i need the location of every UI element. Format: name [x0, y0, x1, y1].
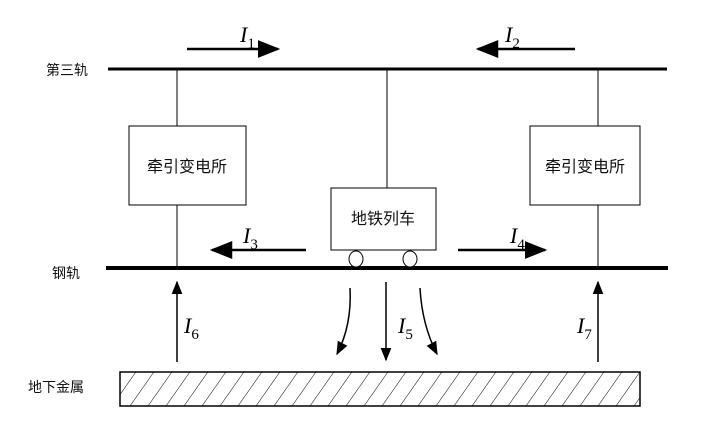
current-i5-label: I5 — [397, 313, 413, 343]
current-i2-label: I2 — [504, 22, 520, 52]
substation-right-box — [529, 125, 641, 206]
current-i5-arrow-right — [419, 287, 438, 356]
train-box — [330, 187, 437, 251]
current-i5-arrow-left — [336, 287, 351, 356]
running-rail-label: 钢轨 — [52, 266, 80, 282]
train-wheel-left — [348, 250, 364, 268]
current-i6-label: I6 — [183, 313, 199, 343]
current-i1-label: I1 — [239, 22, 255, 52]
substation-left-box — [128, 125, 247, 206]
train-label: 地铁列车 — [351, 209, 415, 228]
substation-right-label: 牵引变电所 — [545, 157, 625, 176]
buried-metal-bar — [119, 371, 641, 407]
current-i4-label: I4 — [509, 223, 525, 253]
buried-metal-label: 地下金属 — [28, 380, 84, 396]
substation-left-label: 牵引变电所 — [147, 157, 227, 176]
train-wheel-right — [402, 250, 418, 268]
third-rail-label: 第三轨 — [46, 62, 88, 79]
current-i3-label: I3 — [242, 223, 258, 253]
current-i7-label: I7 — [576, 313, 592, 343]
